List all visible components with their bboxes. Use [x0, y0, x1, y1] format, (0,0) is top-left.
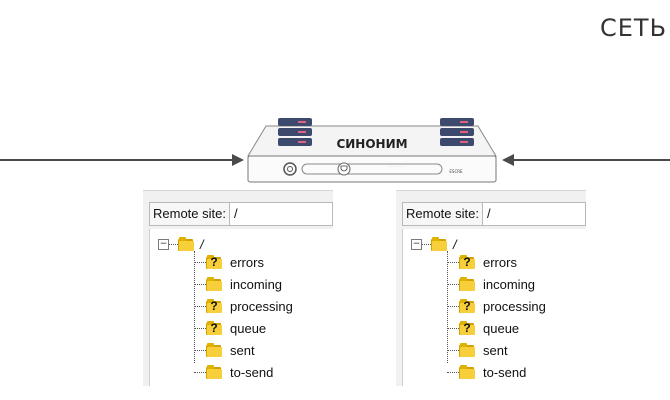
folder-icon — [206, 365, 222, 379]
tree-item-processing[interactable]: ? processing — [447, 297, 546, 315]
tree-root[interactable]: − / — [411, 235, 457, 253]
tree-item-label: incoming — [230, 276, 283, 292]
remote-site-label: Remote site: — [402, 202, 483, 226]
tree-item-label: to-send — [483, 364, 527, 380]
server-stack-icon-left — [278, 118, 312, 146]
tree-item-sent[interactable]: sent — [447, 341, 508, 359]
folder-question-icon: ? — [206, 299, 222, 313]
tree-item-incoming[interactable]: incoming — [194, 275, 282, 293]
tree-item-label: queue — [483, 320, 520, 336]
device-small-text: ··· ···· ··· ·· — [389, 164, 403, 168]
collapse-icon[interactable]: − — [411, 238, 422, 250]
folder-icon — [206, 277, 222, 291]
tree-root-label: / — [200, 236, 204, 252]
directory-tree: − / ? errors incoming — [402, 229, 586, 386]
shield-icon — [337, 162, 351, 176]
tree-item-label: to-send — [230, 364, 274, 380]
server-stack-icon-right — [440, 118, 474, 146]
tree-item-queue[interactable]: ? queue — [194, 319, 266, 337]
tree-item-incoming[interactable]: incoming — [447, 275, 535, 293]
tree-item-label: sent — [483, 342, 508, 358]
power-icon — [283, 162, 297, 176]
tree-root[interactable]: − / — [158, 235, 204, 253]
collapse-icon[interactable]: − — [158, 238, 169, 250]
directory-tree: − / ? errors incoming — [149, 229, 333, 386]
tree-item-label: sent — [230, 342, 255, 358]
tree-item-processing[interactable]: ? processing — [194, 297, 293, 315]
tree-item-label: processing — [483, 298, 546, 314]
remote-site-label: Remote site: — [149, 202, 230, 226]
tree-item-label: queue — [230, 320, 267, 336]
remote-site-bar: Remote site: / — [149, 201, 333, 227]
folder-question-icon: ? — [459, 255, 475, 269]
tree-item-sent[interactable]: sent — [194, 341, 255, 359]
tree-item-errors[interactable]: ? errors — [447, 253, 517, 271]
remote-site-panel: Remote site: / − / ? errors — [143, 190, 333, 386]
folder-icon — [459, 343, 475, 357]
folder-icon — [459, 365, 475, 379]
device-badge: ESCRE — [449, 169, 463, 174]
tree-item-errors[interactable]: ? errors — [194, 253, 264, 271]
folder-question-icon: ? — [206, 255, 222, 269]
server-appliance: СИНОНИМ ··· ···· ··· ·· ESCRE — [247, 118, 497, 183]
folder-question-icon: ? — [206, 321, 222, 335]
folder-icon — [206, 343, 222, 357]
remote-site-path-input[interactable]: / — [482, 202, 586, 226]
folder-question-icon: ? — [459, 321, 475, 335]
remote-site-path-input[interactable]: / — [229, 202, 333, 226]
tree-item-label: errors — [483, 254, 517, 270]
tree-item-label: processing — [230, 298, 293, 314]
tree-item-label: incoming — [483, 276, 536, 292]
remote-site-bar: Remote site: / — [402, 201, 586, 227]
right-arrow — [502, 154, 670, 166]
folder-icon — [459, 277, 475, 291]
tree-item-to-send[interactable]: to-send — [447, 363, 526, 381]
folder-icon — [178, 237, 194, 251]
tree-root-label: / — [453, 236, 457, 252]
tree-item-to-send[interactable]: to-send — [194, 363, 273, 381]
network-heading: СЕТЬ — [600, 14, 668, 42]
folder-question-icon: ? — [459, 299, 475, 313]
remote-site-panel: Remote site: / − / ? errors — [396, 190, 586, 386]
tree-item-label: errors — [230, 254, 264, 270]
tree-item-queue[interactable]: ? queue — [447, 319, 519, 337]
left-arrow — [0, 154, 244, 166]
folder-icon — [431, 237, 447, 251]
device-label: СИНОНИМ — [336, 137, 407, 151]
